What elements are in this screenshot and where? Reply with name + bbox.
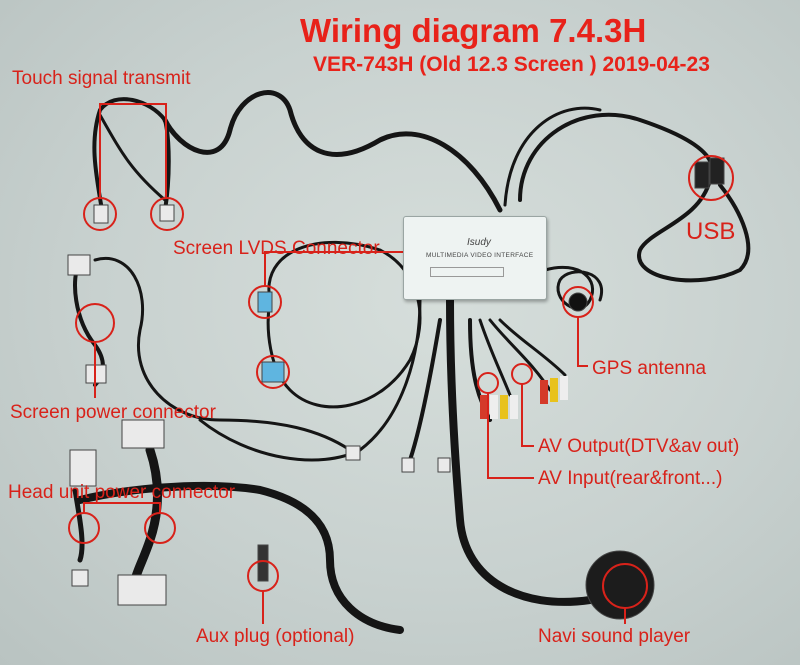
top-cable <box>162 90 503 213</box>
label-head-unit-power: Head unit power connector <box>8 482 236 503</box>
lvds-cable <box>266 240 422 409</box>
subtitle-bold: Screen <box>513 53 584 76</box>
label-av-input: AV Input(rear&front...) <box>538 468 723 489</box>
lvds-connector-bottom <box>261 361 285 383</box>
diagram-title: Wiring diagram 7.4.3H <box>300 12 647 49</box>
head-unit-plug-left <box>69 449 97 487</box>
device-model-field <box>430 267 504 277</box>
lvds-connector-top <box>257 291 273 313</box>
mid-clip-2 <box>401 457 415 473</box>
aux-plug <box>257 544 269 582</box>
usb-cable-2 <box>503 106 602 207</box>
touch-connector-right <box>159 204 175 222</box>
usb-plug-1 <box>694 161 710 189</box>
gps-leader <box>577 317 588 367</box>
label-screen-power: Screen power connector <box>10 402 216 423</box>
touch-cable-left <box>92 97 171 212</box>
rca-plug-red <box>480 395 488 419</box>
head-unit-branch <box>72 487 85 563</box>
head-unit-plug-top <box>121 419 165 449</box>
head-unit-plug-bottom <box>117 574 167 606</box>
label-usb: USB <box>686 218 736 245</box>
lvds-circle-bottom <box>256 355 290 389</box>
rca-plug-white-3 <box>560 376 568 400</box>
touch-cable-right <box>98 113 167 202</box>
lvds-cable-2 <box>198 298 422 462</box>
label-touch-signal: Touch signal transmit <box>12 68 191 89</box>
mid-clip-1 <box>345 445 361 461</box>
touch-leader <box>99 103 167 198</box>
av-input-leader <box>487 393 534 479</box>
label-lvds-connector: Screen LVDS Connector <box>173 238 380 259</box>
av-output-leader <box>521 384 534 447</box>
label-navi-sound: Navi sound player <box>538 626 691 647</box>
device-label: MULTIMEDIA VIDEO INTERFACE <box>426 252 534 259</box>
head-unit-harness-2 <box>76 481 404 634</box>
touch-connector-left <box>93 204 109 224</box>
gps-antenna <box>568 292 588 312</box>
head-unit-leader <box>83 502 161 513</box>
rca-cable-3 <box>498 318 567 377</box>
screen-power-plug-top <box>67 254 91 276</box>
rca-cable-1 <box>478 318 512 397</box>
usb-cable <box>518 112 751 283</box>
av-output-circle <box>511 363 533 385</box>
rca-plug-white-1 <box>490 395 498 419</box>
av-input-circle <box>477 372 499 394</box>
usb-plug-2 <box>709 157 725 185</box>
gps-cable <box>543 265 604 310</box>
device-brand: Isudy <box>467 237 491 248</box>
mid-clip-3 <box>437 457 451 473</box>
multimedia-interface-box: Isudy MULTIMEDIA VIDEO INTERFACE <box>403 216 547 300</box>
diagram-subtitle: VER-743H (Old 12.3 Screen ) 2019-04-23 <box>313 53 710 77</box>
main-trunk <box>446 296 594 606</box>
head-unit-plug-small <box>71 569 89 587</box>
usb-circle <box>688 155 734 201</box>
rca-plug-yellow-2 <box>550 378 558 402</box>
lvds-leader <box>264 251 406 286</box>
subtitle-end: ) 2019-04-23 <box>583 53 710 76</box>
label-gps-antenna: GPS antenna <box>592 358 707 379</box>
subtitle-main: VER-743H (Old 12.3 <box>313 53 514 76</box>
rca-plug-red-2 <box>540 380 548 404</box>
label-av-output: AV Output(DTV&av out) <box>538 436 740 457</box>
trunk-left <box>408 318 442 462</box>
label-aux-plug: Aux plug (optional) <box>196 626 355 647</box>
navi-speaker <box>585 550 655 620</box>
rca-plug-yellow <box>500 395 508 419</box>
screen-power-loop <box>93 257 352 452</box>
rca-plug-white-2 <box>510 395 518 419</box>
